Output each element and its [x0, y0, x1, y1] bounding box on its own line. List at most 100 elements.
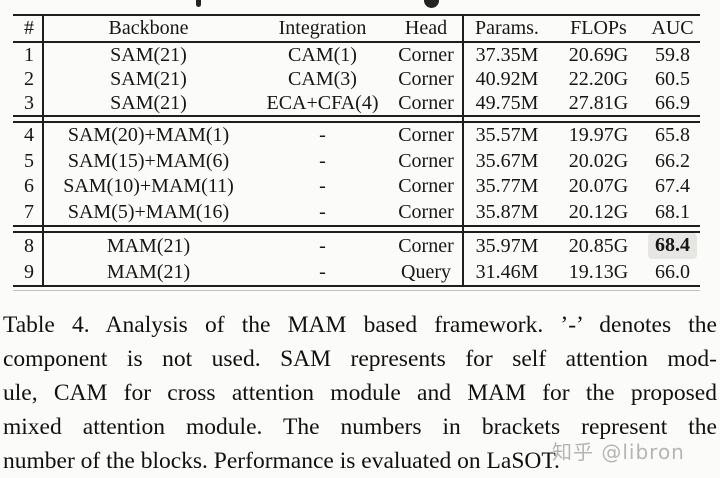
table-cell-value: 35.97M	[475, 234, 539, 257]
table-cell: 65.8	[645, 124, 700, 147]
table-cell-value: Corner	[398, 175, 454, 198]
table-cell: 27.81G	[552, 92, 645, 115]
table-cell: SAM(21)	[42, 92, 255, 115]
table-cell: Corner	[390, 235, 462, 258]
table-cell-value: Corner	[398, 124, 454, 147]
column-header: Integration	[255, 17, 390, 40]
table-cell: SAM(21)	[42, 68, 255, 91]
table-cell-value: -	[319, 200, 326, 223]
table-cell: 3	[13, 92, 42, 115]
table-cell: -	[255, 235, 390, 258]
table-cell-value: 9	[24, 260, 34, 283]
table-cell-value: 20.02G	[568, 149, 629, 172]
table-cell-value: SAM(21)	[110, 67, 187, 90]
table-cell: 2	[13, 68, 42, 91]
table-cell-value: 66.0	[655, 260, 690, 283]
watermark: 知乎 @libron	[552, 440, 685, 464]
table-cell: 5	[13, 150, 42, 173]
caption-line: Table 4. Analysis of the MAM based frame…	[3, 312, 717, 338]
column-header-label: Integration	[278, 17, 367, 39]
table-caption: Table 4. Analysis of the MAM based frame…	[3, 308, 717, 478]
table-cell: 8	[13, 235, 42, 258]
table-cell-value: 65.8	[655, 124, 690, 147]
table-cell-value: SAM(15)+MAM(6)	[67, 149, 230, 172]
table-cell-value: 27.81G	[568, 91, 629, 114]
table-cell: 7	[13, 201, 42, 224]
table-cell: 68.4	[645, 233, 700, 259]
table-cell-value: -	[319, 175, 326, 198]
table-cell: Corner	[390, 92, 462, 115]
cropped-text-artifact	[196, 0, 201, 7]
table-cell-value: 49.75M	[475, 91, 539, 114]
table-top-rule	[13, 14, 700, 16]
table-cell: 66.2	[645, 150, 700, 173]
table-cell: 35.67M	[462, 150, 552, 173]
table-cell-value: 68.1	[655, 200, 690, 223]
column-header: FLOPs	[552, 17, 645, 40]
caption-line: number of the blocks. Performance is eva…	[3, 448, 560, 474]
table-cell: 35.97M	[462, 235, 552, 258]
table-cell-value: 67.4	[655, 175, 690, 198]
table-cell-value: 7	[24, 200, 34, 223]
table-cell-value: 6	[24, 175, 34, 198]
table-cell-value: Corner	[398, 149, 454, 172]
table-cell: CAM(3)	[255, 68, 390, 91]
table-cell-value: 35.77M	[475, 175, 539, 198]
table-cell-value: CAM(3)	[288, 67, 357, 90]
table-cell: 67.4	[645, 175, 700, 198]
table-cell-value: 31.46M	[475, 260, 539, 283]
table-cell-value: 19.13G	[568, 260, 629, 283]
table-cell: 35.77M	[462, 175, 552, 198]
table-cell-value: 40.92M	[475, 67, 539, 90]
table-cell-value: 8	[24, 234, 34, 257]
table-cell: Corner	[390, 175, 462, 198]
caption-line: mixed attention module. The numbers in b…	[3, 414, 717, 440]
table-cell: Corner	[390, 201, 462, 224]
table-cell: 37.35M	[462, 44, 552, 67]
table-cell: 19.13G	[552, 261, 645, 284]
table-cell: 35.57M	[462, 124, 552, 147]
best-auc-value: 68.4	[648, 233, 697, 259]
table-cell-value: CAM(1)	[288, 43, 357, 66]
table-cell-value: Corner	[398, 43, 454, 66]
table-cell-value: 20.07G	[568, 175, 629, 198]
table-cell-value: Corner	[398, 234, 454, 257]
table-cell: -	[255, 175, 390, 198]
table-cell: Query	[390, 261, 462, 284]
column-header: Backbone	[42, 17, 255, 40]
table-cell: SAM(21)	[42, 44, 255, 67]
table-cell-value: MAM(21)	[106, 260, 191, 283]
table-cell-value: MAM(21)	[106, 234, 191, 257]
table-cell-value: -	[319, 149, 326, 172]
table-cell-value: Corner	[398, 91, 454, 114]
table-cell: -	[255, 201, 390, 224]
table-cell-value: 20.85G	[568, 234, 629, 257]
table-cell: 59.8	[645, 44, 700, 67]
table-cell-value: 59.8	[655, 43, 690, 66]
table-cell-value: 5	[24, 149, 34, 172]
table-cell-value: -	[319, 260, 326, 283]
table-cell: MAM(21)	[42, 261, 255, 284]
table-cell-value: 37.35M	[475, 43, 539, 66]
column-divider-before-params	[462, 16, 464, 287]
table-cell: 35.87M	[462, 201, 552, 224]
table-row: 8 MAM(21) -Corner 35.97M 20.85G 68.4	[13, 233, 700, 259]
table-cell: MAM(21)	[42, 235, 255, 258]
table-cell: 1	[13, 44, 42, 67]
table-cell-value: SAM(5)+MAM(16)	[67, 200, 230, 223]
table-cell: 40.92M	[462, 68, 552, 91]
table-cell: SAM(20)+MAM(1)	[42, 124, 255, 147]
table-cell-value: 35.57M	[475, 124, 539, 147]
table-cell: 4	[13, 124, 42, 147]
header-bottom-rule	[13, 41, 700, 43]
table-cell: 20.69G	[552, 44, 645, 67]
column-divider-after-index	[42, 16, 44, 287]
